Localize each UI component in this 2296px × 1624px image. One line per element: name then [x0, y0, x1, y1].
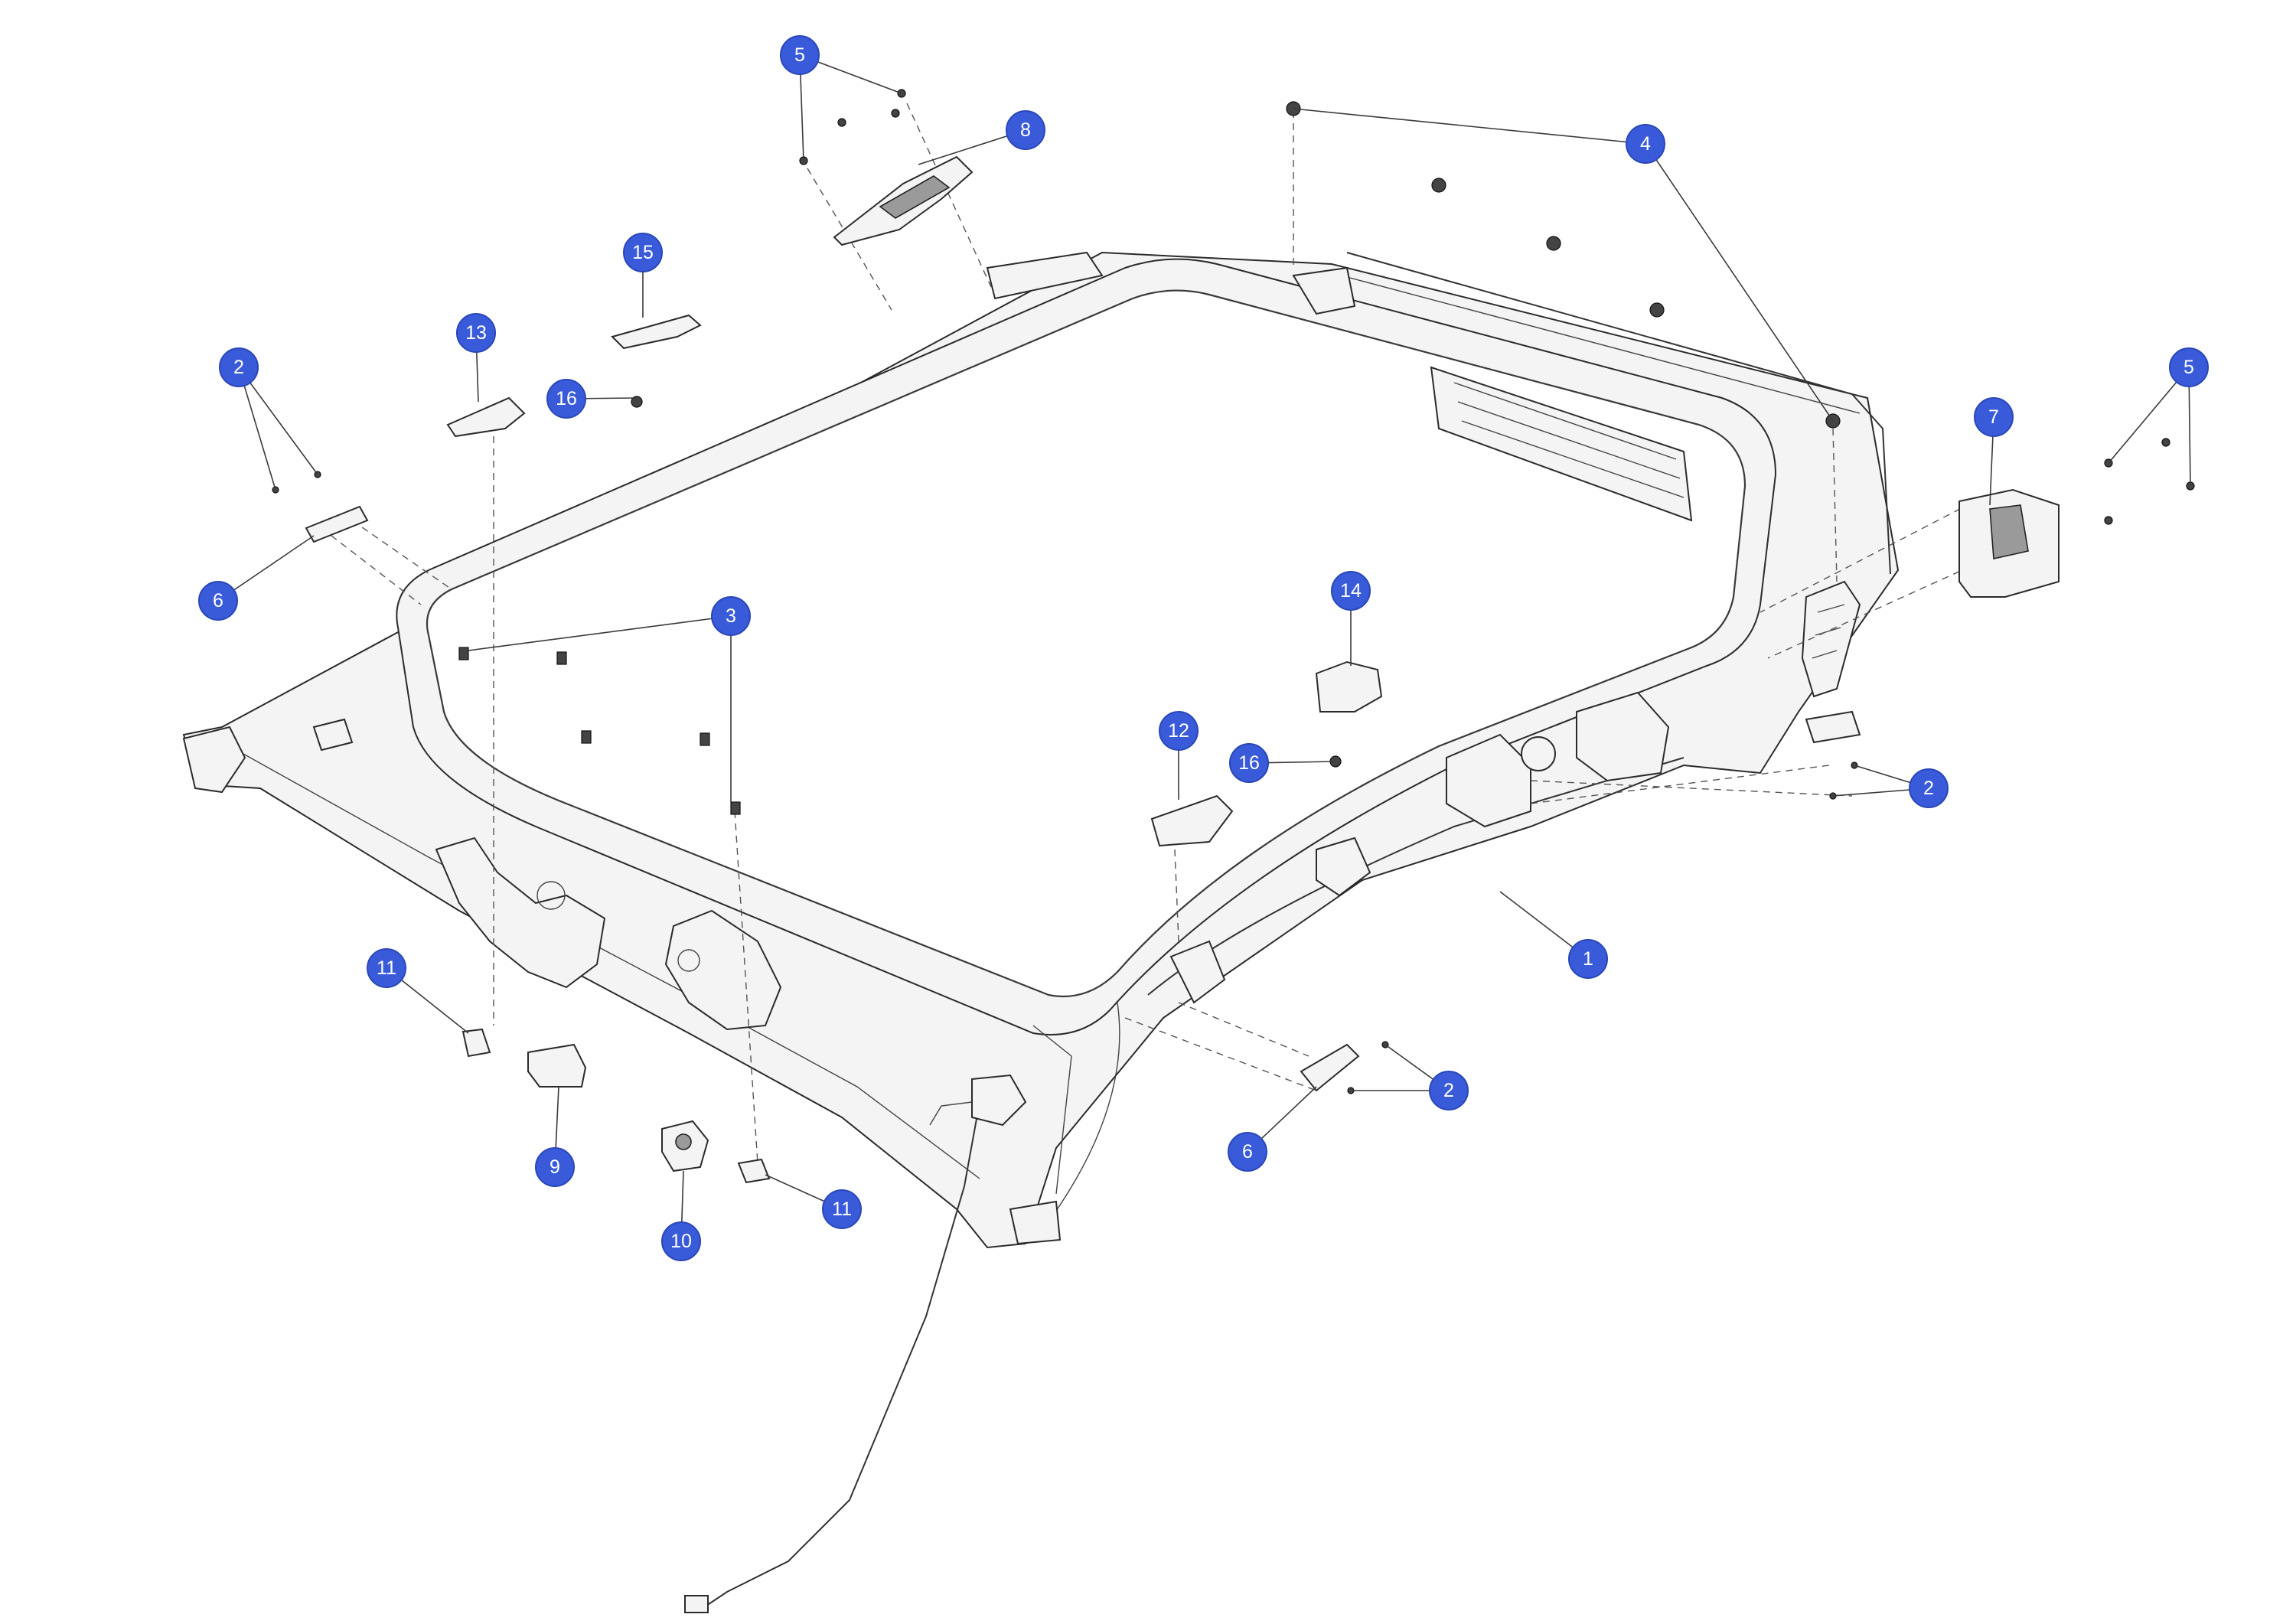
callout-label: 6	[213, 590, 223, 611]
callout-label: 5	[794, 44, 805, 66]
callout-4[interactable]: 4	[1626, 124, 1665, 164]
callout-label: 11	[832, 1198, 852, 1220]
callout-11-left[interactable]: 11	[367, 948, 406, 988]
callout-2-left[interactable]: 2	[219, 347, 259, 387]
assembly-lines	[321, 103, 1983, 1164]
callout-14[interactable]: 14	[1331, 571, 1371, 611]
callout-9[interactable]: 9	[535, 1147, 575, 1187]
headliner-panel	[182, 251, 1900, 1613]
callout-1[interactable]: 1	[1568, 939, 1608, 979]
callout-11-right[interactable]: 11	[822, 1189, 862, 1229]
callout-2-right[interactable]: 2	[1909, 768, 1949, 808]
hardware-parts	[272, 89, 2195, 1184]
callout-3[interactable]: 3	[711, 596, 751, 636]
callout-label: 10	[670, 1231, 692, 1252]
callout-6-right[interactable]: 6	[1228, 1132, 1267, 1172]
callout-label: 2	[1923, 778, 1934, 799]
callout-8[interactable]: 8	[1006, 110, 1045, 150]
callout-label: 8	[1020, 119, 1031, 141]
callout-7[interactable]: 7	[1974, 397, 2014, 437]
callout-5-right[interactable]: 5	[2169, 347, 2209, 387]
callout-label: 4	[1640, 133, 1651, 155]
callout-label: 9	[550, 1156, 560, 1178]
callout-16-right[interactable]: 16	[1229, 743, 1269, 783]
callout-label: 1	[1583, 948, 1593, 970]
callout-label: 14	[1340, 580, 1362, 602]
callout-label: 16	[1238, 752, 1260, 774]
callout-12[interactable]: 12	[1159, 711, 1199, 751]
callout-label: 6	[1242, 1141, 1253, 1163]
callouts: 1 2 2 2 3 4 5 5 6 6 7 8 9 10 11 11 12 13…	[198, 35, 2209, 1261]
callout-label: 3	[726, 605, 736, 627]
callout-label: 15	[632, 242, 654, 263]
callout-label: 2	[233, 357, 244, 378]
callout-label: 11	[377, 957, 396, 979]
callout-15[interactable]: 15	[623, 233, 663, 272]
callout-6-left[interactable]: 6	[198, 581, 238, 621]
callout-5-top[interactable]: 5	[780, 35, 820, 75]
callout-label: 12	[1168, 720, 1189, 742]
callout-label: 7	[1988, 406, 1999, 428]
callout-label: 5	[2183, 357, 2194, 378]
callout-label: 2	[1443, 1080, 1454, 1101]
callout-label: 16	[556, 388, 577, 409]
callout-16-left[interactable]: 16	[546, 379, 586, 419]
callout-2-lower[interactable]: 2	[1429, 1071, 1469, 1110]
callout-label: 13	[465, 322, 487, 344]
callout-13[interactable]: 13	[456, 313, 496, 353]
callout-10[interactable]: 10	[661, 1221, 701, 1261]
